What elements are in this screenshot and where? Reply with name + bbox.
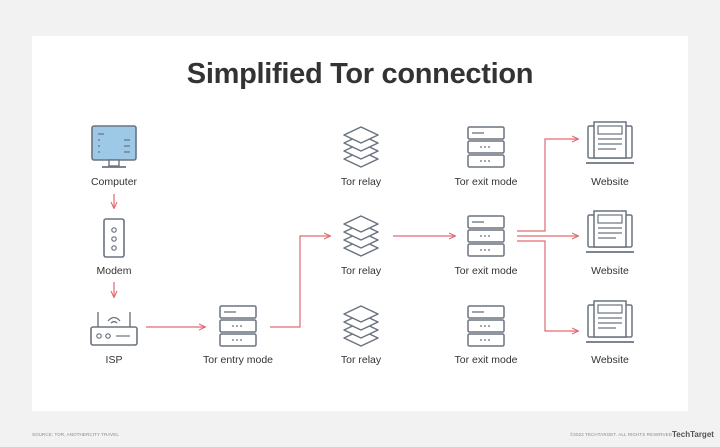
label-tor-exit-bot: Tor exit mode bbox=[454, 354, 518, 366]
label-tor-relay-top: Tor relay bbox=[340, 176, 382, 188]
modem-icon bbox=[103, 218, 125, 258]
label-website-top: Website bbox=[591, 176, 629, 188]
tor-exit-server-icon-mid bbox=[467, 215, 505, 257]
website-icon-top bbox=[586, 121, 634, 164]
tor-exit-server-icon-top bbox=[467, 126, 505, 168]
label-tor-relay-mid: Tor relay bbox=[340, 265, 382, 277]
tor-exit-server-icon-bot bbox=[467, 305, 505, 347]
diagram-title: Simplified Tor connection bbox=[186, 58, 534, 90]
label-tor-entry: Tor entry mode bbox=[202, 354, 274, 366]
label-computer: Computer bbox=[90, 176, 138, 188]
website-icon-mid bbox=[586, 210, 634, 253]
footer-copyright: ©2022 TECHTARGET. ALL RIGHTS RESERVED bbox=[570, 432, 673, 437]
tor-relay-icon-mid bbox=[343, 215, 379, 257]
label-tor-relay-bot: Tor relay bbox=[340, 354, 382, 366]
computer-icon bbox=[91, 125, 137, 168]
connection-arrows bbox=[114, 139, 578, 331]
website-icon-bot bbox=[586, 300, 634, 343]
router-icon bbox=[90, 312, 138, 346]
tor-relay-icon-bot bbox=[343, 305, 379, 347]
label-isp: ISP bbox=[105, 354, 123, 366]
techtarget-logo: TechTarget bbox=[672, 430, 714, 439]
label-website-mid: Website bbox=[591, 265, 629, 277]
arrow-entry-relay bbox=[270, 236, 330, 328]
tor-relay-icon-top bbox=[343, 126, 379, 168]
tor-entry-server-icon bbox=[219, 305, 257, 347]
arrow-exit-site-top bbox=[517, 139, 578, 232]
label-tor-exit-top: Tor exit mode bbox=[454, 176, 518, 188]
label-modem: Modem bbox=[96, 265, 132, 277]
footer-source: SOURCE: TOR, ANOTHERCITY TRAVEL bbox=[32, 432, 119, 437]
label-website-bot: Website bbox=[591, 354, 629, 366]
label-tor-exit-mid: Tor exit mode bbox=[454, 265, 518, 277]
arrow-exit-site-bot bbox=[517, 240, 578, 331]
